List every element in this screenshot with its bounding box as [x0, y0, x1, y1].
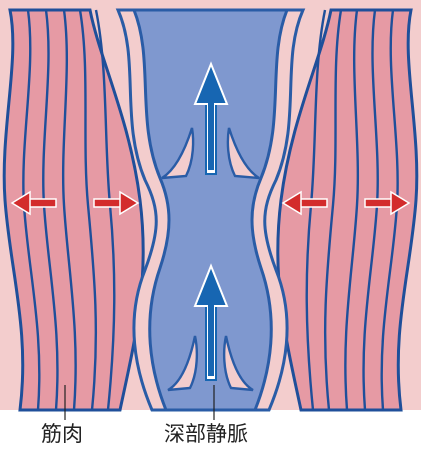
muscle-label: 筋肉: [41, 424, 83, 445]
deep-vein-label: 深部静脈: [164, 424, 248, 445]
